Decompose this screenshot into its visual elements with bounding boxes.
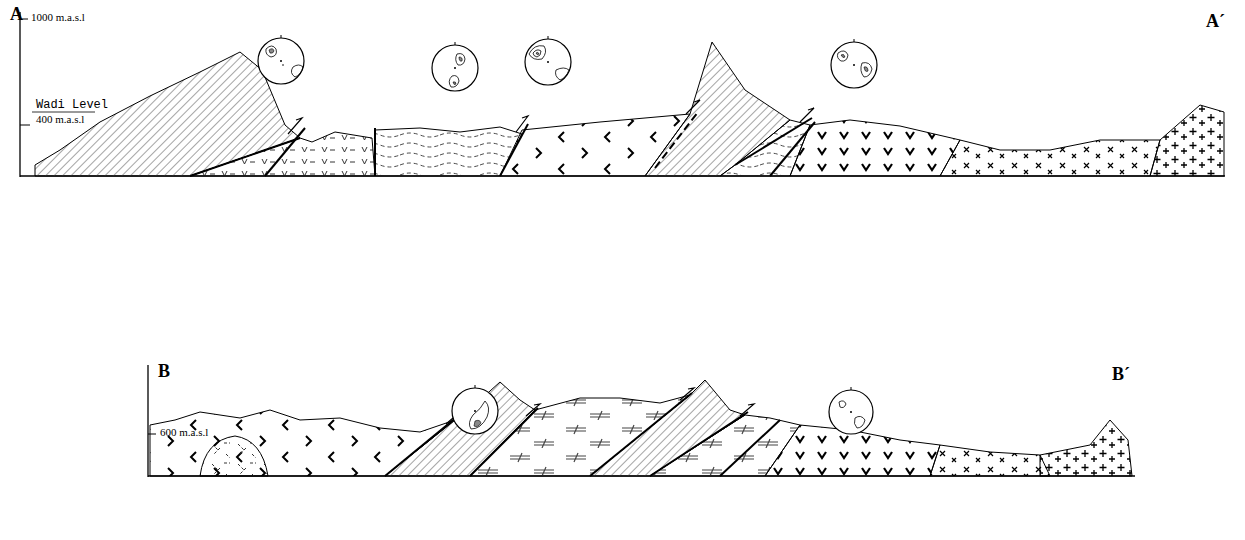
elevation-label: 1000 m.a.s.l (31, 12, 85, 23)
elevation-label: 400 m.a.s.l (36, 114, 84, 125)
section-letter: B (158, 362, 170, 380)
elevation-label: Wadi Level (36, 99, 108, 111)
section-letter: A´ (1206, 12, 1225, 30)
section-letter: B´ (1112, 365, 1130, 383)
section-letter: A (10, 5, 23, 23)
elevation-label: 600 m.a.s.l (160, 427, 208, 438)
